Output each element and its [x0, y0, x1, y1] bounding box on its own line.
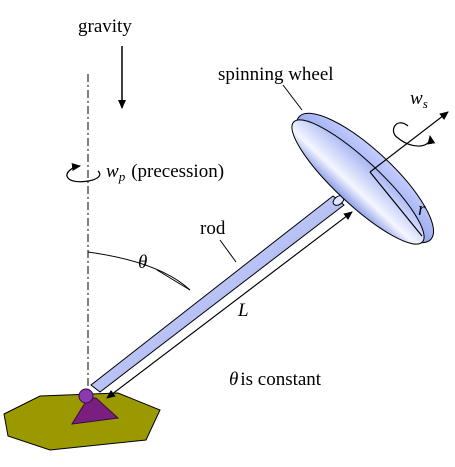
spin-rotation-arrow — [393, 122, 436, 147]
radius-line — [369, 171, 423, 237]
theta-arc — [87, 251, 191, 291]
rod-label: rod — [200, 218, 226, 239]
rod — [90, 195, 345, 393]
spinning-wheel — [291, 112, 435, 245]
pivot — [71, 388, 120, 425]
length-dimension-back — [106, 211, 353, 399]
wheel-label: spinning wheel — [218, 64, 334, 85]
spin-label: ws — [410, 88, 428, 111]
theta-label: θ — [138, 252, 147, 273]
length-label: L — [237, 300, 249, 321]
gravity-label: gravity — [78, 16, 132, 37]
theta-leader — [156, 269, 191, 291]
spin-axis-arrow — [369, 111, 449, 173]
rod-leader — [219, 239, 237, 263]
radius-label: r — [418, 199, 426, 220]
wheel-leader — [282, 84, 303, 111]
precession-rotation-arrow — [66, 163, 101, 183]
precession-label: wp(precession) — [106, 161, 224, 184]
